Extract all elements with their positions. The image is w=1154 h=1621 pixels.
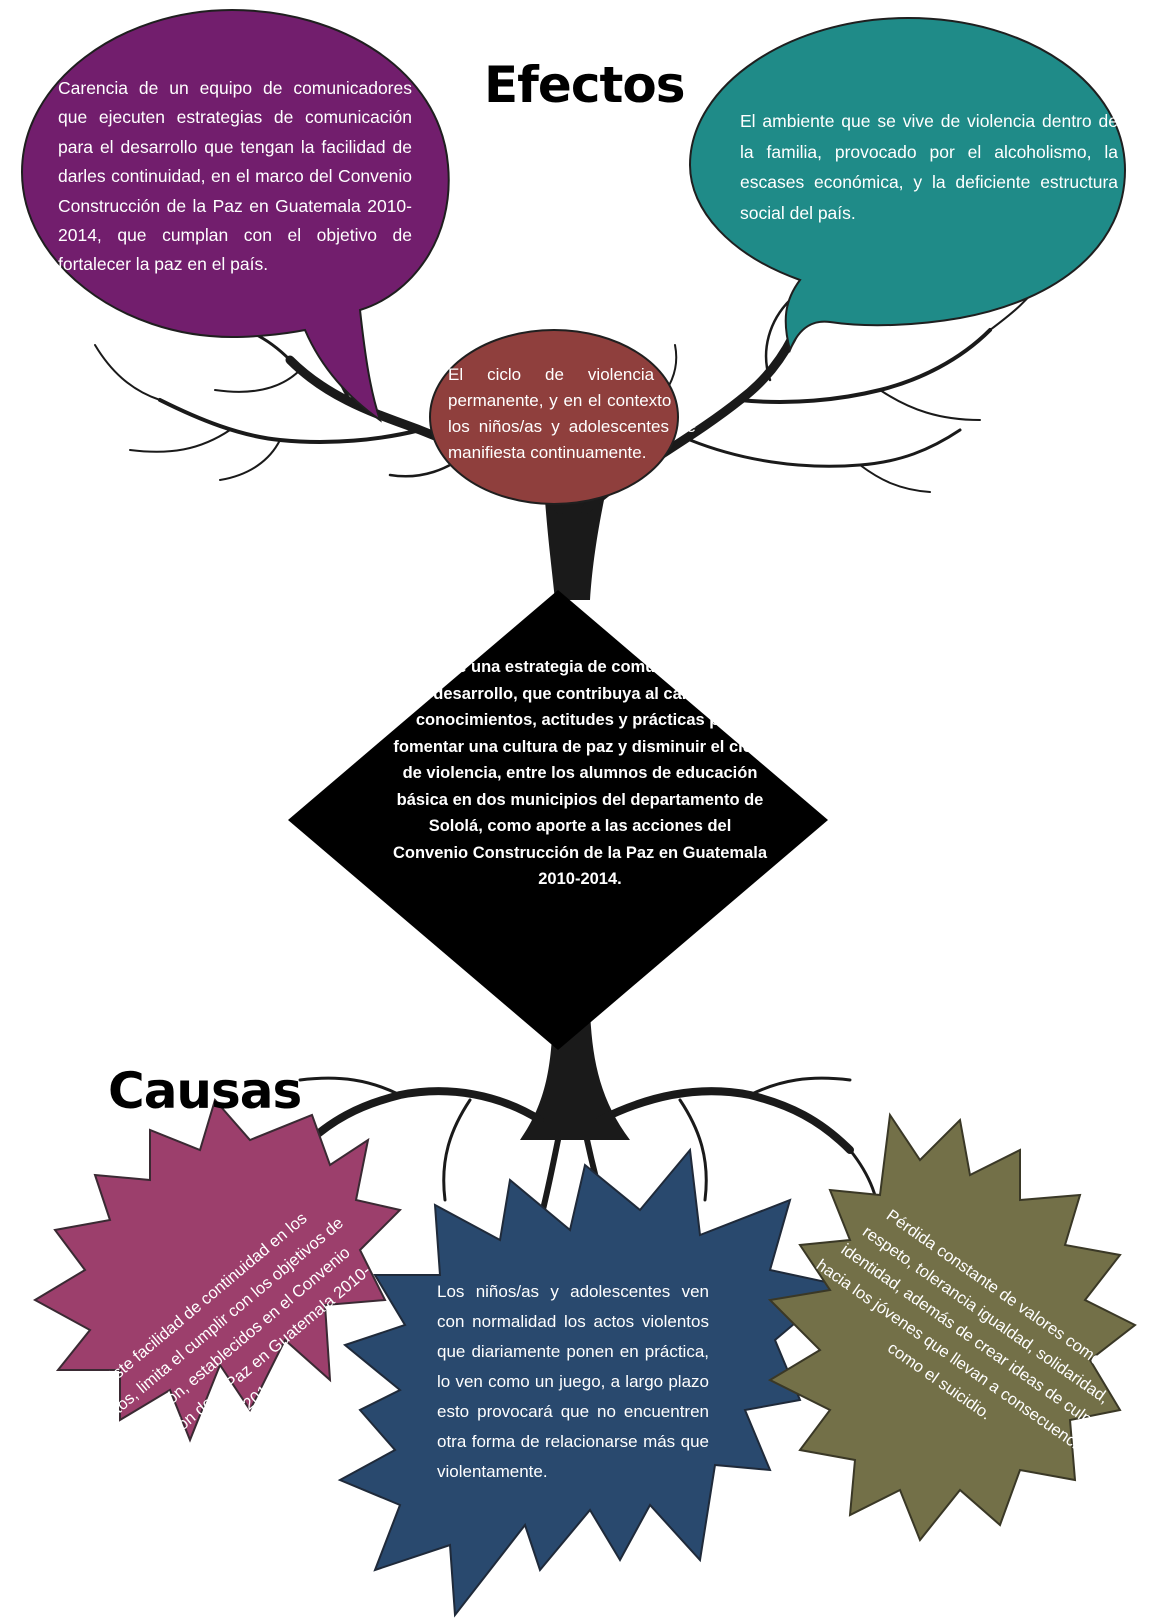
tree-trunk-lower xyxy=(520,1010,630,1140)
effect-left-text: Carencia de un equipo de comunicadores q… xyxy=(58,78,412,275)
tree-roots xyxy=(268,1076,882,1293)
cause-right-starburst xyxy=(767,1112,1137,1542)
tree-trunk-upper xyxy=(545,500,604,600)
effect-center-bubble xyxy=(429,329,679,505)
cause-center-text: Los niños/as y adolescentes ven con norm… xyxy=(437,1282,709,1481)
problem-text: •Falta de una estrategia de comunicación… xyxy=(392,658,768,888)
causes-heading: Causas xyxy=(108,1062,302,1120)
effect-center-text: El ciclo de violencia es permanente, y e… xyxy=(448,365,696,462)
effect-right-bubble xyxy=(688,16,1127,354)
effect-right-text: El ambiente que se vive de violencia den… xyxy=(740,111,1118,223)
effects-heading: Efectos xyxy=(484,56,685,114)
cause-left-starburst xyxy=(32,1097,402,1443)
problem-diamond xyxy=(288,590,828,1050)
effect-left-bubble xyxy=(20,8,450,423)
